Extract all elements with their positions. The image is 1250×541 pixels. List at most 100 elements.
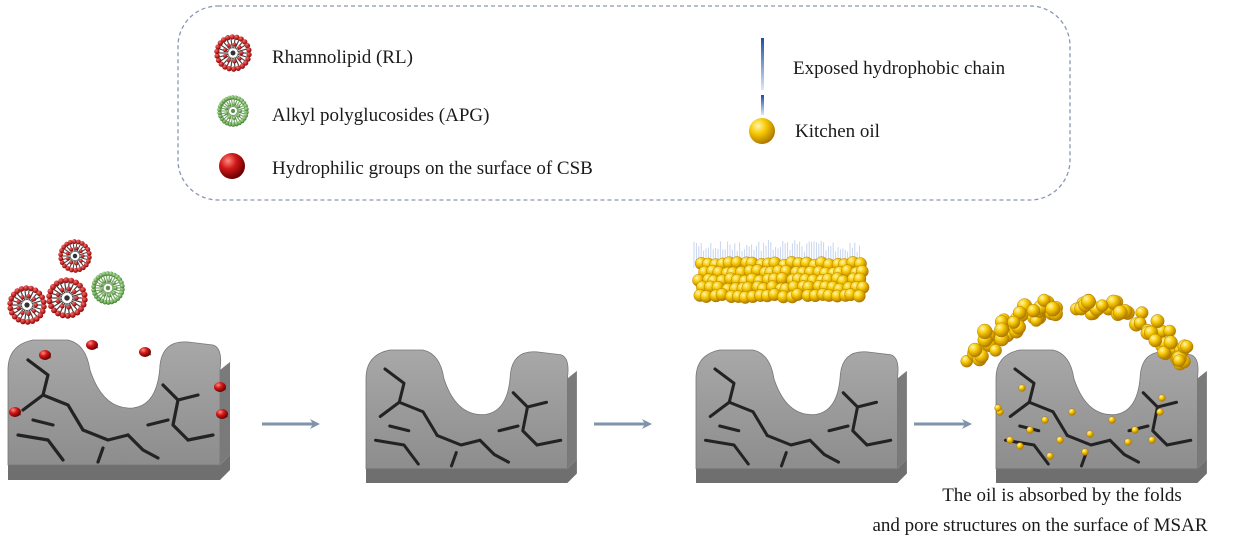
oil-droplet — [1006, 436, 1014, 444]
oil-droplet — [1163, 335, 1178, 350]
oil-droplet — [994, 322, 1009, 338]
block-crack — [31, 418, 55, 427]
block-crack — [26, 358, 50, 397]
apg-micelle — [91, 271, 125, 305]
oil-droplet — [1007, 315, 1021, 329]
absorbed-oil — [960, 293, 1194, 460]
hydrophilic-group — [216, 409, 228, 419]
block-right-face — [897, 370, 907, 469]
block-side — [8, 455, 230, 480]
oil-droplet — [1131, 426, 1139, 434]
block-crack — [449, 451, 458, 468]
block-body — [7, 339, 222, 466]
legend-box: Rhamnolipid (RL) Alkyl polyglucosides (A… — [177, 5, 1071, 201]
oil-droplet — [1148, 436, 1156, 444]
apg-micelle — [217, 95, 249, 127]
block-crack — [535, 438, 563, 447]
caption-line-1: The oil is absorbed by the folds — [942, 485, 1182, 506]
legend-label-hydrophilic: Hydrophilic groups on the surface of CSB — [272, 158, 593, 179]
caption-line-2: and pore structures on the surface of MS… — [872, 515, 1207, 536]
block-right-face — [567, 370, 577, 469]
block-crack — [1027, 400, 1069, 438]
rhamnolipid-micelle-icon — [214, 34, 252, 72]
oil-droplet — [1124, 438, 1132, 446]
oil-droplet — [1172, 354, 1186, 367]
block-body — [365, 349, 569, 470]
block-crack — [865, 438, 893, 447]
block-crack — [478, 438, 511, 464]
stage-4-oil-absorbed — [960, 293, 1207, 483]
block-crack — [96, 446, 105, 464]
oil-droplet — [1045, 301, 1061, 317]
oil-droplet — [1056, 436, 1064, 444]
block-crack — [16, 433, 65, 462]
block-crack — [373, 438, 420, 466]
legend-label-rl: Rhamnolipid (RL) — [272, 47, 413, 68]
csb-block — [995, 349, 1207, 483]
oil-droplet — [1086, 430, 1094, 438]
stage-3-oil-approach — [692, 240, 907, 483]
oil-droplet — [1180, 340, 1194, 354]
apg-micelle-icon — [217, 95, 249, 127]
oil-droplet — [1157, 345, 1171, 360]
block-crack — [397, 400, 439, 438]
oil-droplet — [1018, 384, 1026, 392]
oil-droplet — [1046, 452, 1054, 460]
block-side — [696, 459, 907, 483]
block-side — [366, 459, 577, 483]
block-crack — [708, 400, 731, 419]
csb-block — [365, 349, 577, 483]
block-crack — [713, 367, 736, 404]
legend-label-chain: Exposed hydrophobic chain — [793, 58, 1006, 79]
block-crack — [1008, 400, 1031, 419]
block-crack — [41, 393, 85, 432]
hydrophilic-group — [139, 347, 151, 357]
block-side — [996, 459, 1207, 483]
kitchen-oil-layer — [692, 256, 870, 304]
block-crack — [827, 424, 850, 433]
oil-droplet — [994, 404, 1002, 412]
block-body — [995, 349, 1199, 470]
block-crack — [765, 433, 812, 447]
legend-label-oil: Kitchen oil — [795, 121, 880, 142]
oil-droplet — [989, 344, 1002, 357]
hydrophilic-group — [86, 340, 98, 350]
block-crack — [497, 424, 520, 433]
red-sphere-icon — [219, 153, 245, 179]
oil-droplet — [1108, 416, 1116, 424]
oil-droplet — [1158, 394, 1166, 402]
block-right-face — [1197, 370, 1207, 469]
hydrophilic-group — [39, 350, 51, 360]
oil-droplet — [967, 342, 983, 358]
rhamnolipid-micelle — [7, 285, 47, 325]
oil-droplet — [1148, 333, 1162, 348]
block-crack — [703, 438, 750, 466]
block-body — [695, 349, 899, 470]
rhamnolipid-micelle — [58, 239, 92, 273]
rhamnolipid-micelle — [214, 34, 252, 72]
block-crack — [718, 424, 741, 433]
oil-droplet — [1080, 294, 1096, 310]
block-crack — [435, 433, 482, 447]
csb-block — [7, 339, 230, 480]
hydrophobic-chain-icon — [761, 38, 764, 90]
block-crack — [383, 367, 406, 404]
oil-droplet — [1156, 408, 1164, 416]
oil-droplet — [1112, 305, 1128, 320]
block-crack — [851, 405, 869, 447]
rhamnolipid-micelle — [46, 277, 88, 319]
oil-droplet — [1026, 303, 1041, 318]
stage-2-modified-surface — [365, 291, 577, 483]
block-crack — [1003, 438, 1050, 466]
oil-droplet — [1095, 299, 1109, 312]
csb-block — [695, 349, 907, 483]
oil-droplet — [1026, 426, 1034, 434]
block-crack — [1151, 405, 1169, 447]
oil-droplet — [1150, 314, 1165, 329]
block-crack — [1065, 433, 1112, 447]
block-crack — [378, 400, 401, 419]
oil-droplet — [1041, 416, 1049, 424]
oil-droplet — [1037, 293, 1051, 307]
hydrophilic-groups — [9, 340, 229, 419]
